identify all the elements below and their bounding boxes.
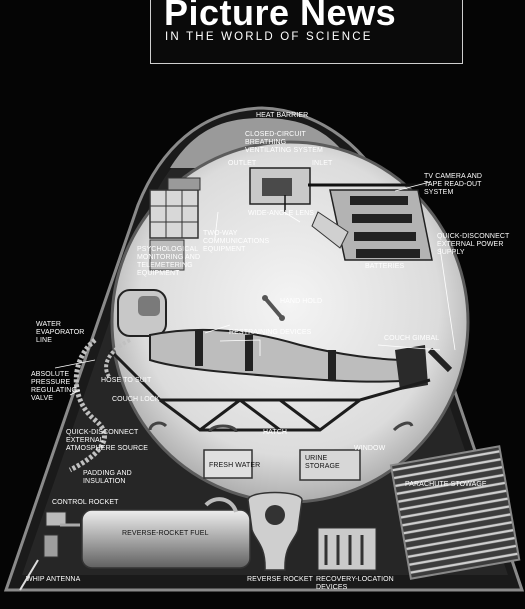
label-inlet: INLET xyxy=(312,160,333,167)
fresh-water-tank xyxy=(203,449,253,479)
magazine-title: Picture News xyxy=(164,0,397,33)
label-couch-gimbal: COUCH GIMBAL xyxy=(384,335,440,342)
label-parachute-stowage: PARACHUTE STOWAGE xyxy=(405,481,487,488)
label-window: WINDOW xyxy=(354,445,386,452)
label-restraining-devices: RESTRAINING DEVICES xyxy=(229,329,312,336)
label-hose-to-suit: HOSE TO SUIT xyxy=(101,377,152,384)
label-fresh-water: FRESH WATER xyxy=(209,462,261,469)
label-quick-atmosphere: QUICK-DISCONNECT EXTERNAL ATMOSPHERE SOU… xyxy=(66,429,149,452)
label-batteries: BATTERIES xyxy=(365,263,405,270)
label-breathing-system: CLOSED-CIRCUIT BREATHING VENTILATING SYS… xyxy=(245,131,323,154)
label-pressure-valve: ABSOLUTE PRESSURE REGULATING VALVE xyxy=(31,371,77,402)
label-urine-storage: URINE STORAGE xyxy=(305,455,340,470)
reverse-rocket-fuel-tank xyxy=(81,509,251,569)
couch-frame xyxy=(108,348,431,432)
label-quick-power: QUICK-DISCONNECT EXTERNAL POWER SUPPLY xyxy=(437,233,510,256)
whip-antenna xyxy=(19,559,39,591)
label-psych-monitoring: PSYCHOLOGICAL MONITORING AND TELEMETERIN… xyxy=(137,246,201,277)
label-reverse-rocket-fuel: REVERSE-ROCKET FUEL xyxy=(122,530,209,537)
label-hand-hold: HAND HOLD xyxy=(280,298,323,305)
label-recovery-devices: RECOVERY-LOCATION DEVICES xyxy=(316,576,394,591)
label-couch-lock: COUCH LOCK xyxy=(112,396,160,403)
leader-lines xyxy=(54,181,456,396)
label-tv-camera: TV CAMERA AND TAPE READ-OUT SYSTEM xyxy=(424,173,483,196)
parachute-stowage xyxy=(389,445,521,580)
magazine-subtitle: IN THE WORLD OF SCIENCE xyxy=(165,31,373,43)
label-two-way-comms: TWO-WAY COMMUNICATIONS EQUIPMENT xyxy=(203,230,270,253)
label-padding-insulation: PADDING AND INSULATION xyxy=(83,470,132,485)
label-hatch: HATCH xyxy=(263,429,288,436)
header-panel xyxy=(150,0,463,64)
recovery-location-devices xyxy=(317,527,377,571)
astronaut-figure xyxy=(117,289,428,390)
reverse-rocket-nozzle xyxy=(247,491,303,571)
label-reverse-rocket: REVERSE ROCKET xyxy=(247,576,313,583)
label-heat-barrier: HEAT BARRIER xyxy=(256,112,309,119)
label-wide-angle-lens: WIDE-ANGLE LENS xyxy=(248,210,315,217)
label-whip-antenna: WHIP ANTENNA xyxy=(26,576,81,583)
label-outlet: OUTLET xyxy=(228,160,257,167)
urine-storage-tank xyxy=(299,449,361,481)
label-water-evaporator: WATER EVAPORATOR LINE xyxy=(36,321,85,344)
control-rocket xyxy=(43,511,80,558)
label-control-rocket: CONTROL ROCKET xyxy=(52,499,119,506)
